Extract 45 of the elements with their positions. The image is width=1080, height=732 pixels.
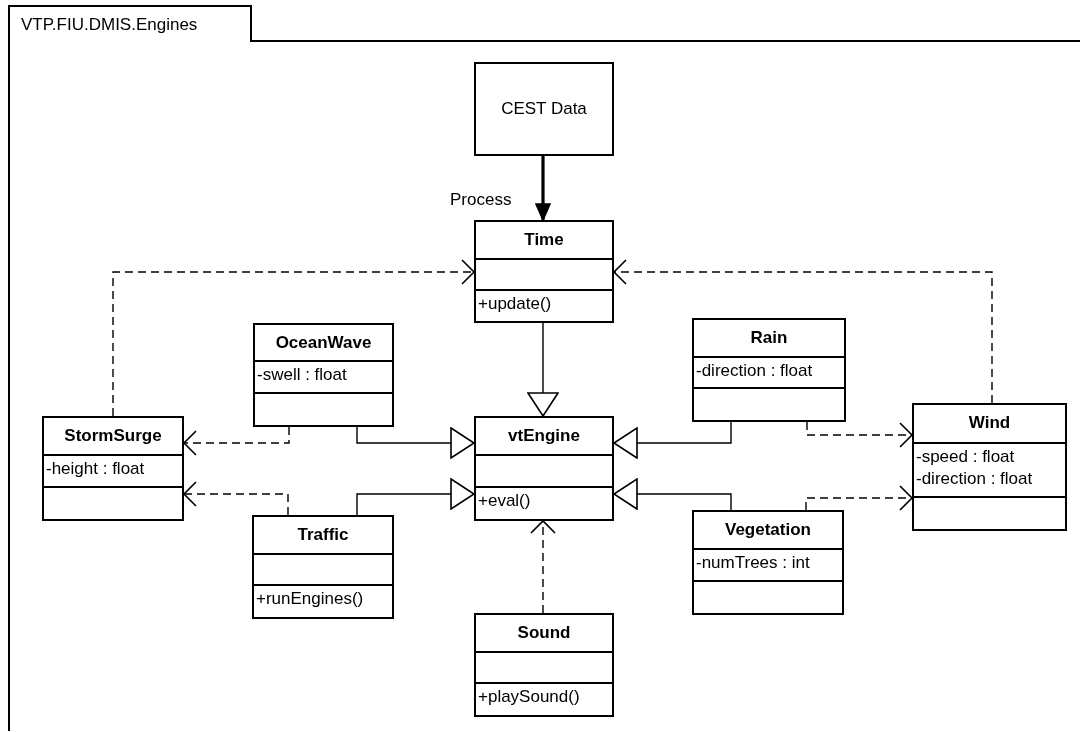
class-box xyxy=(474,220,614,323)
class-name: vtEngine xyxy=(508,425,580,448)
data-box xyxy=(474,62,614,156)
generalization-arrow xyxy=(613,478,732,511)
generalization-arrow xyxy=(527,322,559,417)
attribute-text: -direction : float xyxy=(696,360,814,383)
method-text: +eval() xyxy=(478,490,532,513)
dependency-arrow xyxy=(183,481,289,516)
generalization-arrow xyxy=(613,421,732,459)
generalization-arrow xyxy=(356,478,475,516)
attribute-text: -direction : float xyxy=(916,467,1034,490)
method-text: +update() xyxy=(478,293,553,316)
class-box xyxy=(912,403,1067,531)
class-name: StormSurge xyxy=(64,425,162,448)
class-box xyxy=(692,318,846,422)
class-box xyxy=(42,416,184,521)
arrow xyxy=(535,156,551,221)
dependency-arrow xyxy=(530,520,556,614)
attribute-text: -swell : float xyxy=(257,364,348,387)
method-text: +runEngines() xyxy=(256,588,365,611)
package-name: VTP.FIU.DMIS.Engines xyxy=(21,14,198,35)
class-box xyxy=(474,416,614,521)
class-name: Vegetation xyxy=(725,519,811,542)
dependency-arrow xyxy=(805,485,913,511)
dependency-arrow xyxy=(613,259,993,404)
class-name: Sound xyxy=(517,622,571,645)
attribute-text: -height : float xyxy=(46,458,146,481)
class-name: Time xyxy=(524,229,564,252)
class-name: Traffic xyxy=(297,524,349,547)
class-name: OceanWave xyxy=(275,331,372,354)
attribute-text: -numTrees : int xyxy=(696,552,811,575)
class-name: Rain xyxy=(750,327,788,350)
method-text: +playSound() xyxy=(478,686,581,709)
dependency-arrow xyxy=(183,426,290,456)
class-name: Wind xyxy=(968,412,1011,435)
class-box xyxy=(692,510,844,615)
generalization-arrow xyxy=(356,426,475,459)
dependency-arrow xyxy=(112,259,475,417)
dependency-arrow xyxy=(806,421,913,448)
class-box xyxy=(252,515,394,619)
class-box xyxy=(253,323,394,427)
box-label: CEST Data xyxy=(501,99,587,119)
attribute-text: -speed : float xyxy=(916,445,1016,468)
class-box xyxy=(474,613,614,717)
package-frame xyxy=(8,5,1080,731)
